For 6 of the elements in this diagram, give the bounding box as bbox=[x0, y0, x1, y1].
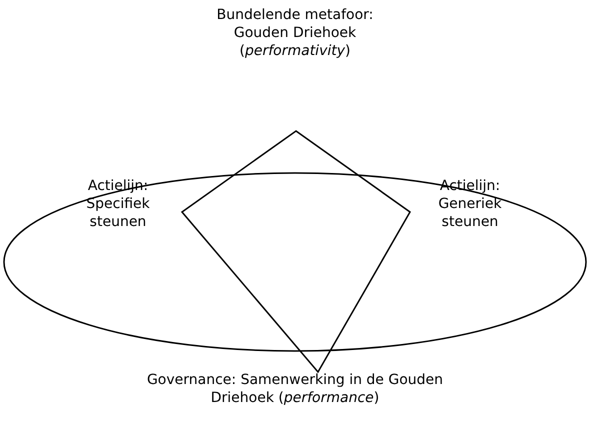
diamond-outline bbox=[180, 130, 411, 374]
node-text: Actielijn: Specifiek steunen bbox=[85, 177, 151, 231]
ellipse-outline bbox=[3, 172, 587, 352]
node-text: Governance: Samenwerking in de Gouden Driehoek (performance) bbox=[146, 371, 444, 407]
node-text: Bundelende metafoor: Gouden Driehoek (performativity) bbox=[216, 6, 374, 60]
node-text: Actielijn: Generiek steunen bbox=[437, 177, 503, 231]
